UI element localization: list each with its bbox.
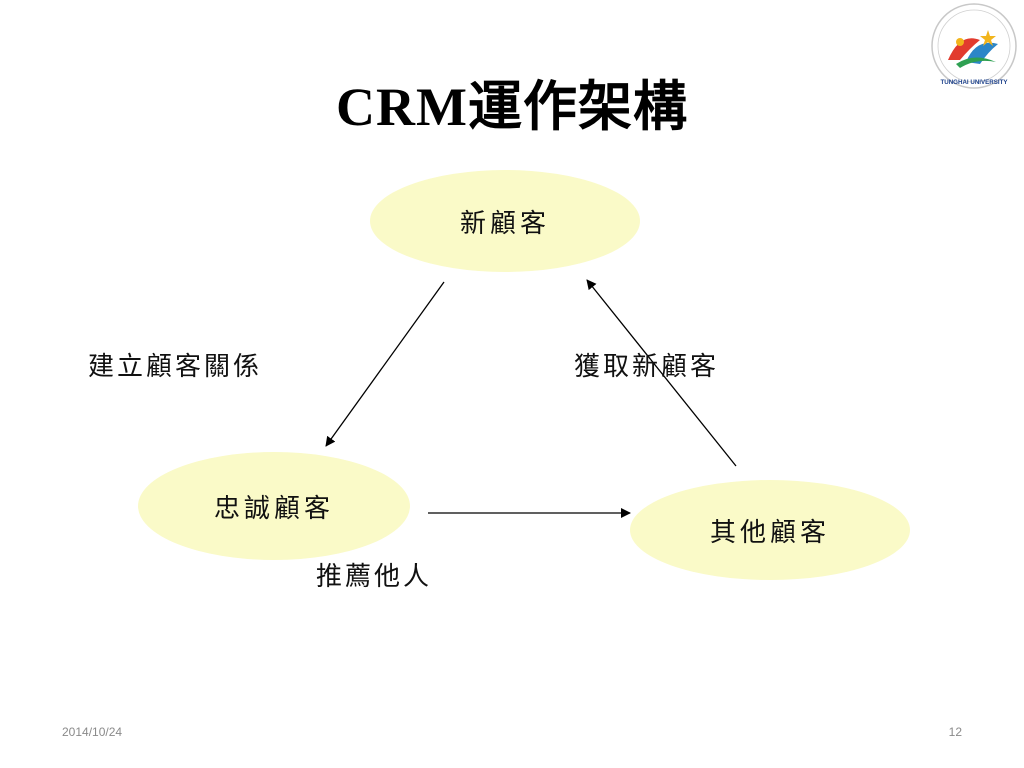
slide-title: CRM運作架構 xyxy=(336,77,688,137)
edge-label-refer-others: 推薦他人 xyxy=(316,562,433,592)
node-loyal-customer-label: 忠誠顧客 xyxy=(213,493,334,524)
page-number: 12 xyxy=(948,725,962,739)
node-new-customer-label: 新顧客 xyxy=(459,208,550,239)
node-loyal-customer: 忠誠顧客 xyxy=(138,452,410,560)
edge-label-acquire-new: 獲取新顧客 xyxy=(574,352,720,382)
node-new-customer: 新顧客 xyxy=(370,170,640,272)
logo-text: TUNGHAI UNIVERSITY xyxy=(940,79,1008,86)
arrow-new-to-loyal xyxy=(325,281,445,447)
footer-date: 2014/10/24 xyxy=(62,725,123,739)
university-logo: TUNGHAI UNIVERSITY xyxy=(931,3,1017,89)
arrow-other-to-new xyxy=(586,279,737,467)
node-other-customer: 其他顧客 xyxy=(630,480,910,580)
edge-label-build-relationship: 建立顧客關係 xyxy=(88,352,263,382)
node-other-customer-label: 其他顧客 xyxy=(709,517,830,548)
